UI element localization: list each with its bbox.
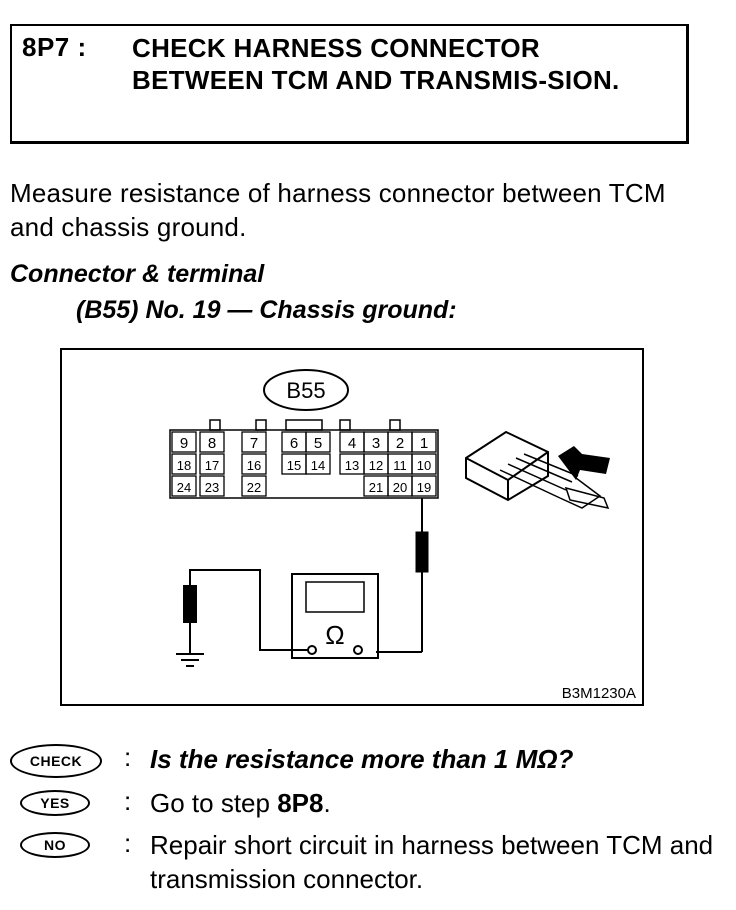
terminal-number-9: 9 <box>180 435 188 452</box>
terminal-number-18: 18 <box>177 458 191 473</box>
no-label: NO <box>20 832 90 858</box>
yes-prefix: Go to step <box>150 788 278 818</box>
terminal-number-5: 5 <box>314 435 322 452</box>
terminal-cell-17 <box>199 453 225 475</box>
terminal-number-22: 22 <box>247 480 261 495</box>
terminal-number-12: 12 <box>369 458 383 473</box>
terminal-number-23: 23 <box>205 480 219 495</box>
terminal-number-2: 2 <box>396 435 404 452</box>
ohm-symbol: Ω <box>325 620 344 650</box>
terminal-number-13: 13 <box>345 458 359 473</box>
check-question: Is the resistance more than 1 MΩ? <box>150 744 574 774</box>
connector-sketch <box>465 430 610 510</box>
terminal-number-6: 6 <box>290 435 298 452</box>
yes-suffix: . <box>323 788 331 818</box>
figure-frame <box>60 348 644 706</box>
connector-label: B55 <box>286 378 325 403</box>
terminal-cell-16 <box>241 453 267 475</box>
view-arrow <box>558 446 610 480</box>
terminal-number-10: 10 <box>417 458 431 473</box>
no-colon: : <box>124 828 132 858</box>
terminal-number-17: 17 <box>205 458 219 473</box>
terminal-number-7: 7 <box>250 435 258 452</box>
instruction-text: Measure resistance of harness connector … <box>10 178 666 242</box>
yes-label: YES <box>20 790 90 816</box>
no-action: Repair short circuit in harness between … <box>150 830 714 894</box>
figure-code: B3M1230A <box>562 685 636 702</box>
terminal-number-15: 15 <box>287 458 301 473</box>
step-title: CHECK HARNESS CONNECTOR BETWEEN TCM AND … <box>132 33 620 95</box>
terminal-cell-9 <box>171 431 197 453</box>
terminal-number-1: 1 <box>420 435 428 452</box>
terminal-number-8: 8 <box>208 435 216 452</box>
terminal-cell-19 <box>411 475 437 497</box>
terminal-number-16: 16 <box>247 458 261 473</box>
check-colon: : <box>124 742 132 772</box>
connector-heading: Connector & terminal <box>10 260 265 288</box>
terminal-cell-22 <box>241 475 267 497</box>
terminal-cell-8 <box>199 431 225 453</box>
terminal-number-21: 21 <box>369 480 383 495</box>
yes-action: Go to step 8P8. <box>150 786 720 820</box>
terminal-cell-10 <box>411 453 437 475</box>
check-label: CHECK <box>10 744 102 778</box>
terminal-row-3: 24 23 22 21 20 19 <box>171 475 437 497</box>
step-header-box: 8P7 : CHECK HARNESS CONNECTOR BETWEEN TC… <box>10 24 689 144</box>
probe-ground <box>176 569 308 667</box>
yes-step-link[interactable]: 8P8 <box>277 788 324 818</box>
terminal-cell-18 <box>171 453 197 475</box>
connector-label-ellipse <box>263 369 349 411</box>
connector-detail: (B55) No. 19 — Chassis ground: <box>76 296 457 324</box>
terminal-number-3: 3 <box>372 435 380 452</box>
connector-b55 <box>169 419 439 499</box>
terminal-number-24: 24 <box>177 480 191 495</box>
terminal-row-2: 18 17 16 15 14 13 12 11 10 <box>171 453 437 475</box>
terminal-number-4: 4 <box>348 435 356 452</box>
terminal-cell-14 <box>305 453 331 475</box>
terminal-number-19: 19 <box>417 480 431 495</box>
terminal-cell-5 <box>305 431 331 453</box>
yes-colon: : <box>124 786 132 816</box>
terminal-cell-7 <box>241 431 267 453</box>
probe-positive <box>376 498 429 653</box>
terminal-cell-23 <box>199 475 225 497</box>
terminal-cell-1 <box>411 431 437 453</box>
terminal-number-11: 11 <box>393 458 407 473</box>
terminal-number-14: 14 <box>311 458 325 473</box>
terminal-number-20: 20 <box>393 480 407 495</box>
step-id: 8P7 : <box>22 32 87 62</box>
terminal-cell-24 <box>171 475 197 497</box>
